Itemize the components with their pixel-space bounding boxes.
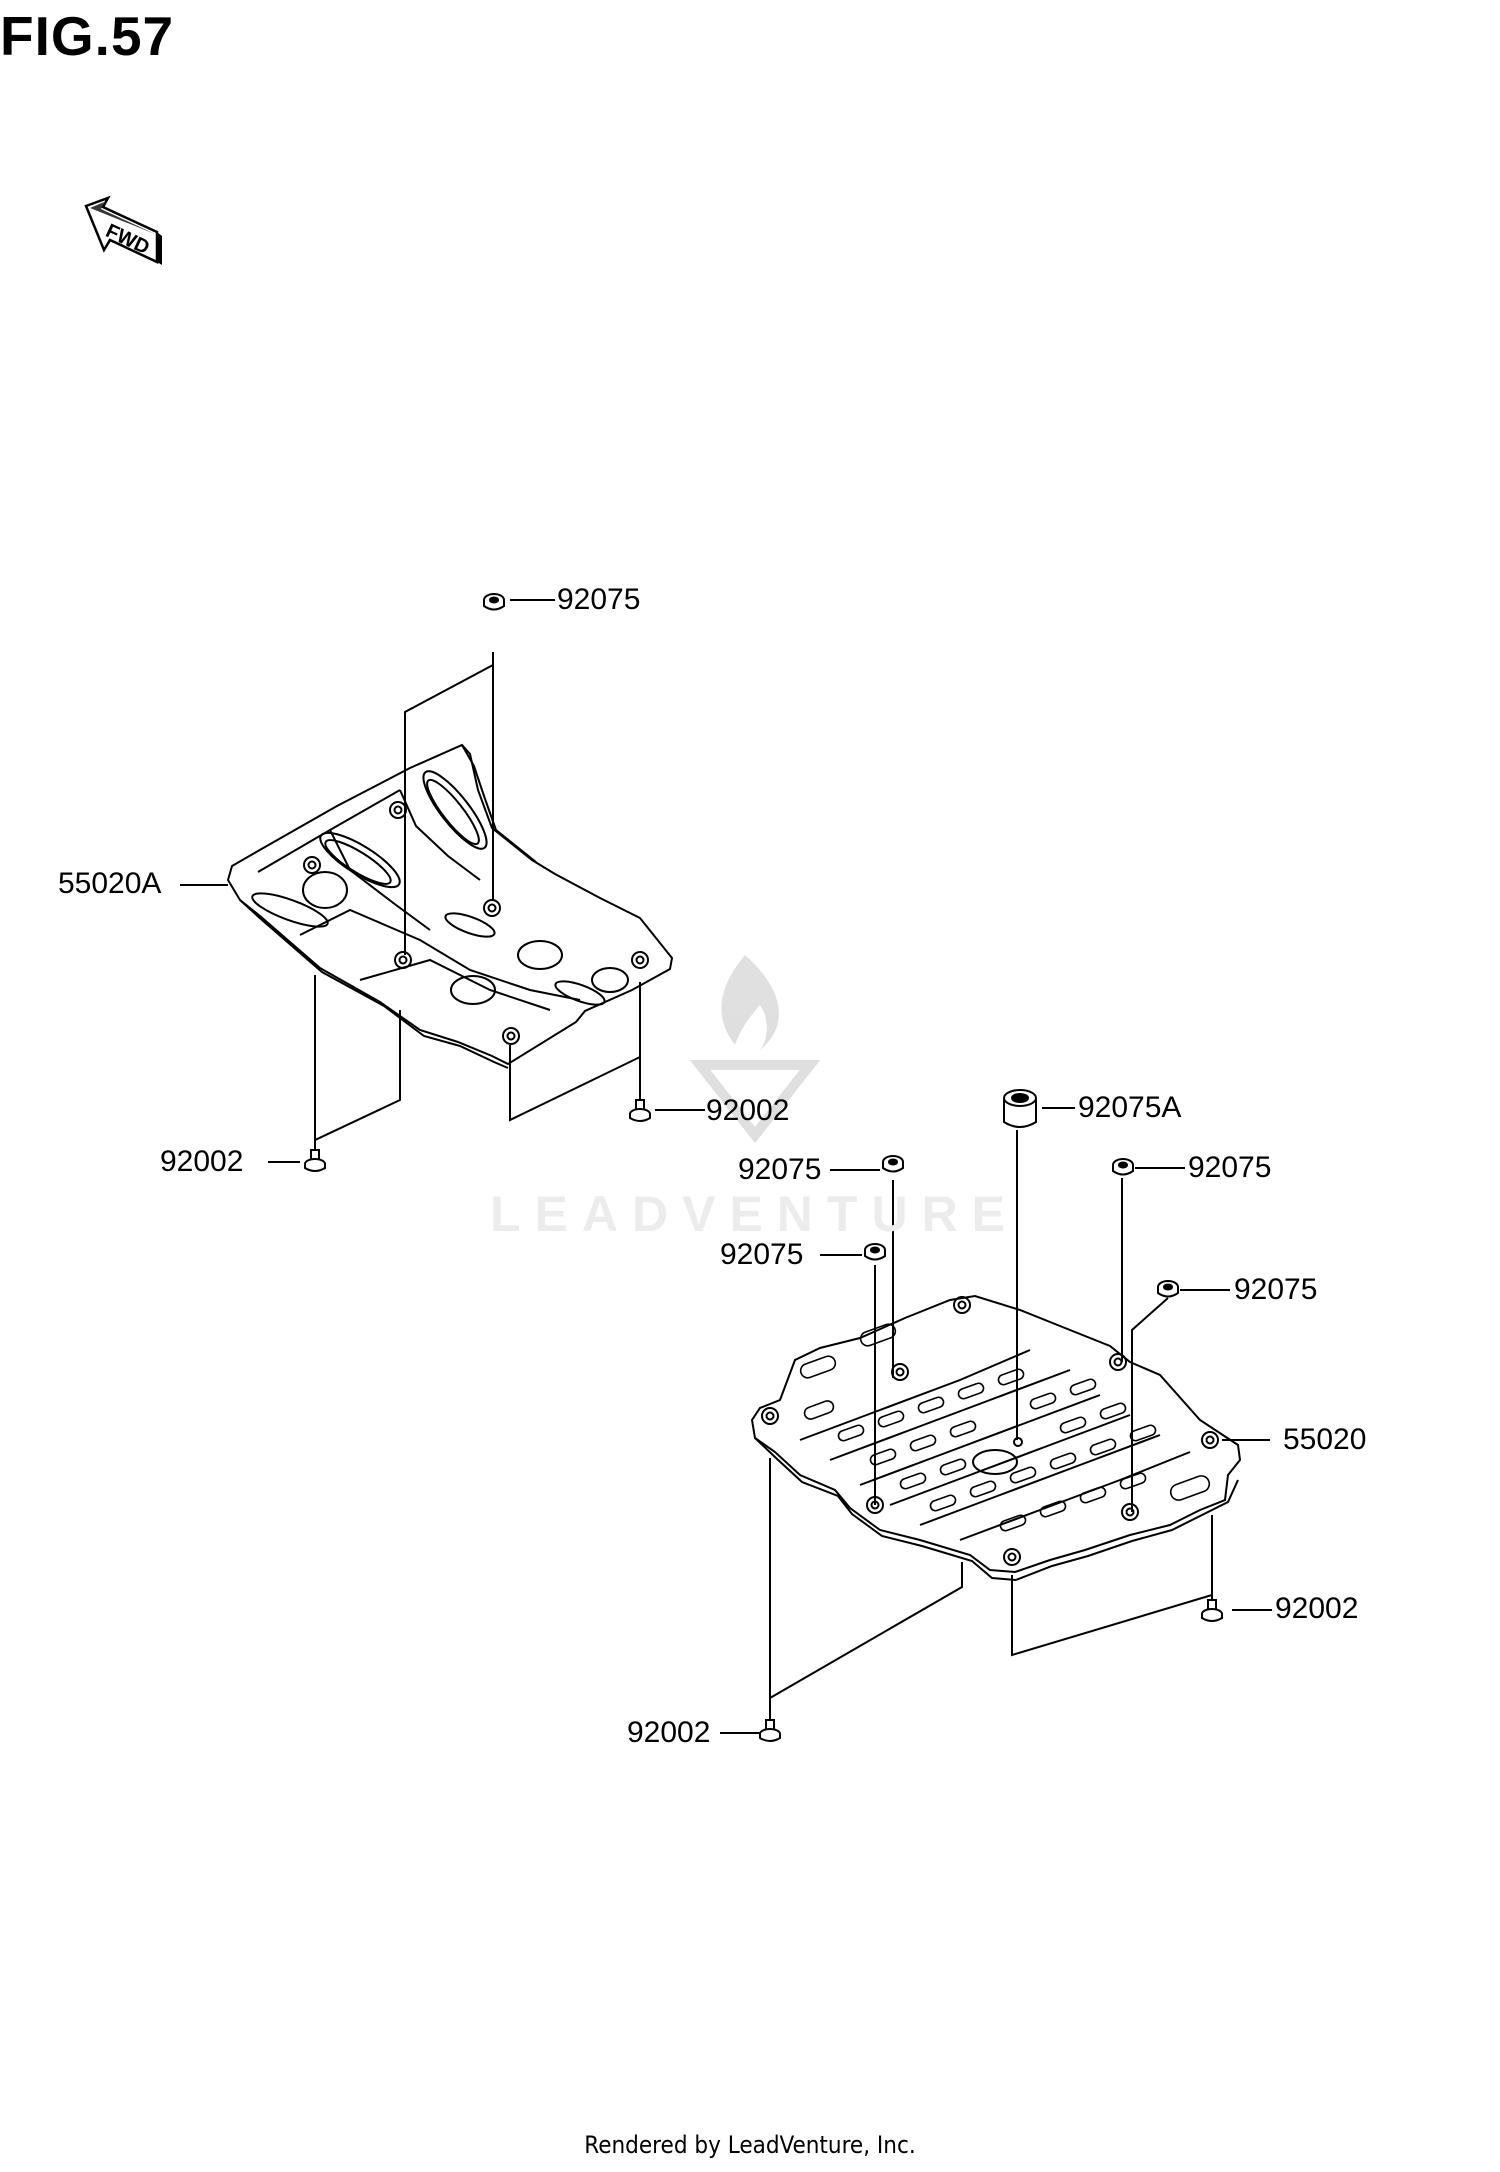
- figure-title: FIG.57: [0, 5, 175, 67]
- nut-icon: [1112, 1158, 1134, 1176]
- bolt-icon: [304, 1149, 326, 1172]
- part-label-92075[interactable]: 92075: [720, 1238, 804, 1271]
- part-label-92075[interactable]: 92075: [1188, 1151, 1272, 1184]
- nut-icon: [864, 1243, 886, 1261]
- fwd-arrow-icon: FWD: [84, 195, 162, 265]
- leader-lines-upper: [180, 599, 705, 1163]
- part-label-92075[interactable]: 92075: [738, 1153, 822, 1186]
- bolt-icon: [629, 1099, 651, 1122]
- skid-plate-55020: [750, 1294, 1242, 1581]
- leadventure-logo-icon: [689, 955, 821, 1144]
- part-label-92075[interactable]: 92075: [557, 583, 641, 616]
- bolt-icon: [759, 1719, 781, 1742]
- leader-lines-lower: [720, 1107, 1272, 1734]
- footer-credit: Rendered by LeadVenture, Inc.: [584, 2131, 916, 2159]
- part-label-92002[interactable]: 92002: [706, 1094, 790, 1127]
- part-label-92075[interactable]: 92075: [1234, 1273, 1318, 1306]
- bolt-icon: [1201, 1599, 1223, 1622]
- part-label-92002[interactable]: 92002: [1275, 1592, 1359, 1625]
- skid-plate-55020A: [226, 743, 674, 1069]
- collar-icon: [1003, 1089, 1037, 1128]
- part-label-92075A[interactable]: 92075A: [1078, 1091, 1182, 1124]
- part-label-92002[interactable]: 92002: [160, 1145, 244, 1178]
- nut-icon: [1157, 1280, 1179, 1298]
- part-label-92002[interactable]: 92002: [627, 1716, 711, 1749]
- watermark-text: LEADVENTURE: [490, 1186, 1020, 1242]
- nut-icon: [882, 1155, 904, 1173]
- nut-icon: [483, 593, 505, 611]
- part-label-55020[interactable]: 55020: [1283, 1423, 1367, 1456]
- part-label-55020A[interactable]: 55020A: [58, 867, 162, 900]
